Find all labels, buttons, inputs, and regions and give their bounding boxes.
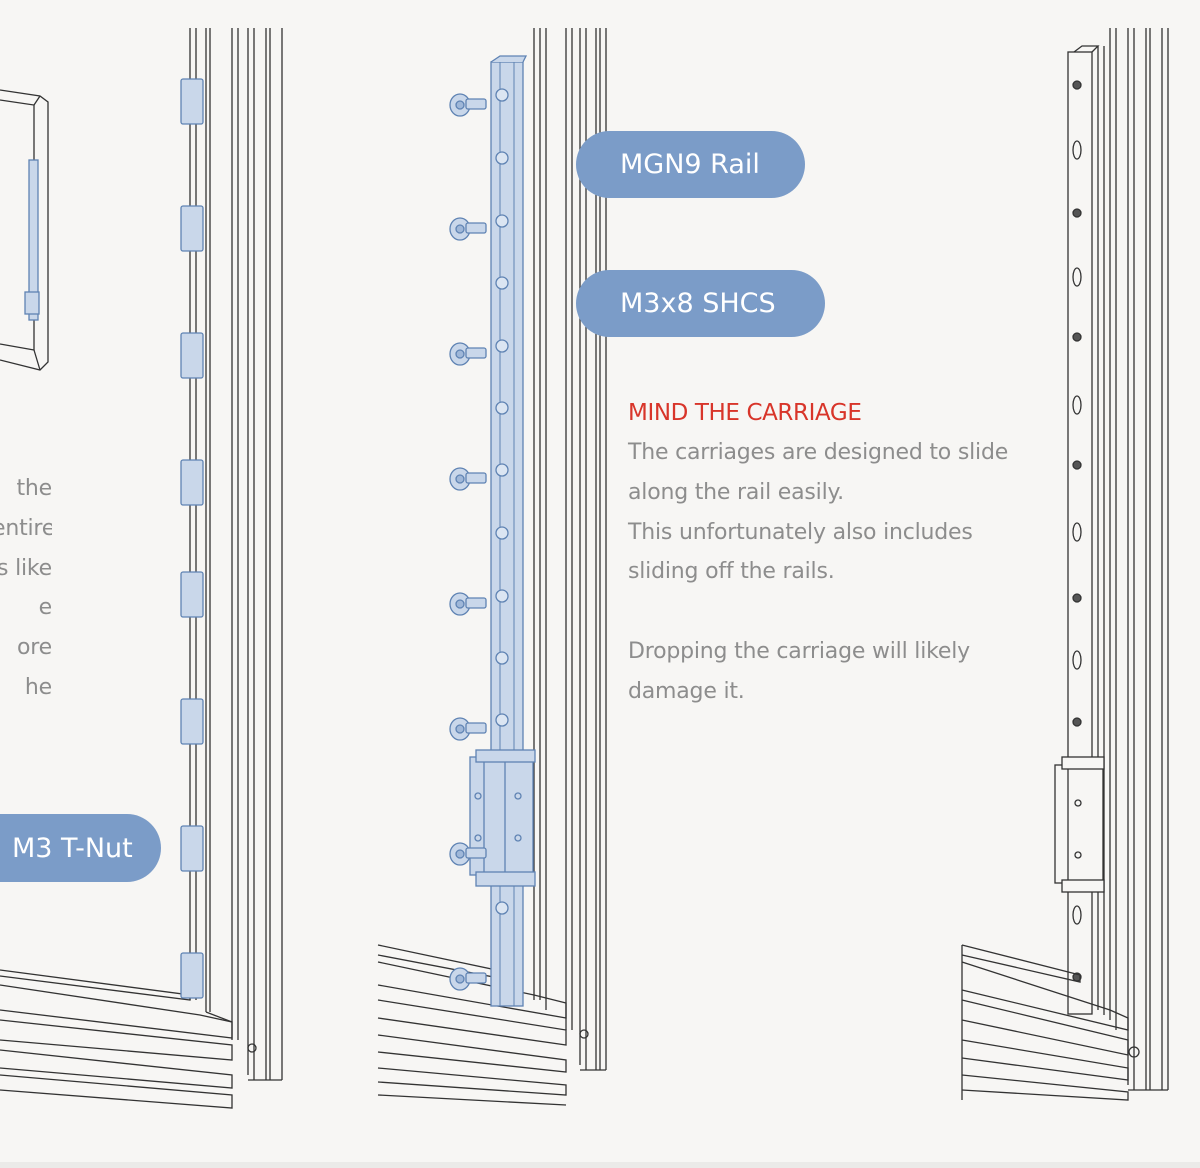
fragment-line-6: he [24,674,52,700]
frame-thumbnail [0,89,49,371]
carriage-installed [1054,756,1105,893]
fragment-line-5: ore [17,635,52,661]
warning-title: MIND THE CARRIAGE [628,400,862,426]
vertical-extrusion-2 [533,28,607,1071]
vertical-extrusion-1 [189,28,283,1081]
warning-body: The carriages are designed to slide alon… [628,433,1028,712]
page-divider [0,1162,1200,1168]
callout-m3x8-shcs: M3x8 SHCS [576,270,825,337]
fragment-line-1: the [16,476,52,501]
warning-line-2: This unfortunately also includes sliding… [628,519,973,585]
base-extrusion-1 [0,969,233,1109]
carriage-block [469,749,536,887]
panel-2-rail-illustration [377,28,607,1106]
t-nut-column [180,78,204,999]
m3x8-shcs-column [449,93,487,991]
callout-mgn9-rail: MGN9 Rail [576,131,805,198]
vertical-extrusion-3 [1109,28,1169,1091]
warning-line-3: Dropping the carriage will likely damage… [628,638,970,704]
fragment-line-3: s like [0,555,52,581]
callout-m3-t-nut: M3 T-Nut [0,814,161,882]
panel-3-finished-illustration [961,28,1169,1101]
fragment-line-4: e [38,595,52,621]
base-extrusion-2 [377,944,567,1106]
panel-1-frame-illustration [0,28,283,1109]
base-extrusion-3 [961,944,1129,1101]
warning-line-1: The carriages are designed to slide alon… [628,440,1009,505]
